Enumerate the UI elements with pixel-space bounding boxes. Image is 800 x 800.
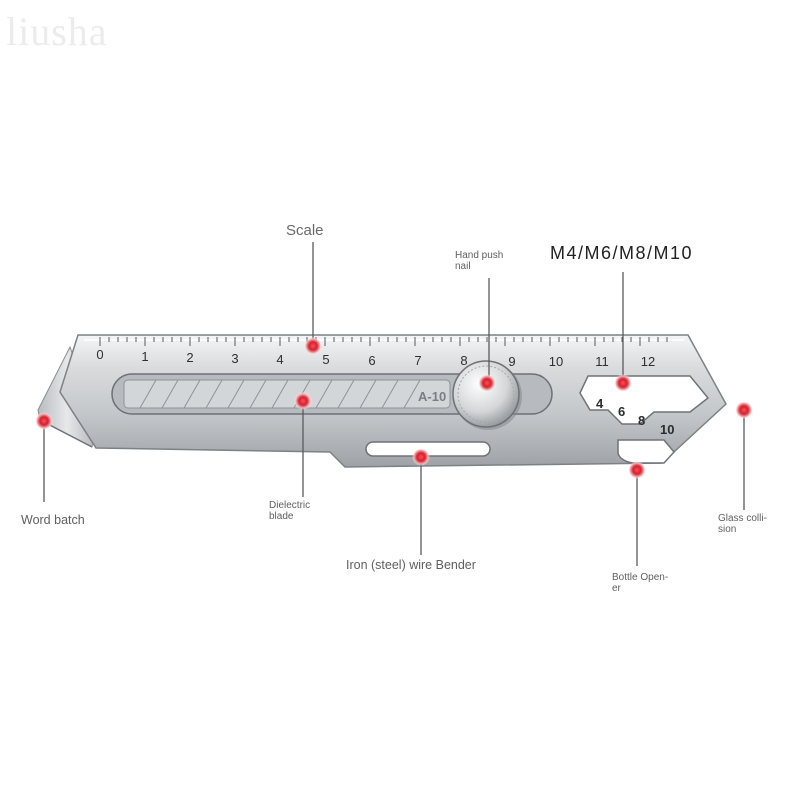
- ruler-tick-label: 6: [368, 353, 375, 368]
- marker-dielectric-blade: [294, 392, 312, 410]
- blade-marking: A-10: [418, 389, 446, 404]
- hex-wrench-slot: [579, 375, 710, 425]
- label-wrench-sizes: M4/M6/M8/M10: [550, 243, 694, 263]
- ruler-tick-label: 5: [322, 352, 329, 367]
- marker-glass-collision: [735, 401, 753, 419]
- label-dielectric-blade: Dielectric blade: [269, 500, 311, 522]
- ruler-tick-label: 4: [276, 352, 283, 367]
- wrench-size-label: 4: [596, 396, 604, 411]
- callout-markers: [35, 337, 753, 479]
- ruler-tick-label: 10: [549, 354, 563, 369]
- ruler-tick-label: 9: [508, 354, 515, 369]
- label-word-batch: Word batch: [21, 513, 85, 527]
- ruler-tick-label: 12: [641, 354, 655, 369]
- wrench-size-label: 10: [660, 422, 674, 437]
- slider-knob: [452, 360, 520, 428]
- marker-bottle-opener: [628, 461, 646, 479]
- wrench-size-label: 8: [638, 413, 645, 428]
- ruler-tick-label: 1: [141, 349, 148, 364]
- wrench-size-label: 6: [618, 404, 625, 419]
- ruler-tick-label: 0: [96, 347, 103, 362]
- label-wire-bender: Iron (steel) wire Bender: [346, 558, 476, 572]
- label-glass-collision: Glass colli- sion: [718, 513, 767, 535]
- ruler-tick-label: 7: [414, 353, 421, 368]
- label-hand-push-nail: Hand push nail: [455, 250, 504, 272]
- label-scale: Scale: [286, 222, 324, 239]
- ruler-ticks: [99, 337, 668, 346]
- ruler-tick-label: 8: [460, 353, 467, 368]
- label-bottle-opener: Bottle Open- er: [612, 572, 669, 594]
- marker-word-batch: [35, 412, 53, 430]
- watermark: liusha: [6, 9, 108, 54]
- bottle-opener-slot: [617, 439, 675, 464]
- ruler-tick-label: 11: [595, 354, 609, 369]
- marker-wrench-sizes: [614, 374, 632, 392]
- ruler-tick-label: 2: [186, 350, 193, 365]
- slider-knob-rim: [457, 365, 515, 423]
- marker-wire-bender: [412, 448, 430, 466]
- marker-hand-push-nail: [478, 374, 496, 392]
- leader-lines: [43, 242, 745, 566]
- marker-scale: [304, 337, 322, 355]
- snap-blade: [123, 379, 451, 409]
- ruler-tick-label: 3: [231, 351, 238, 366]
